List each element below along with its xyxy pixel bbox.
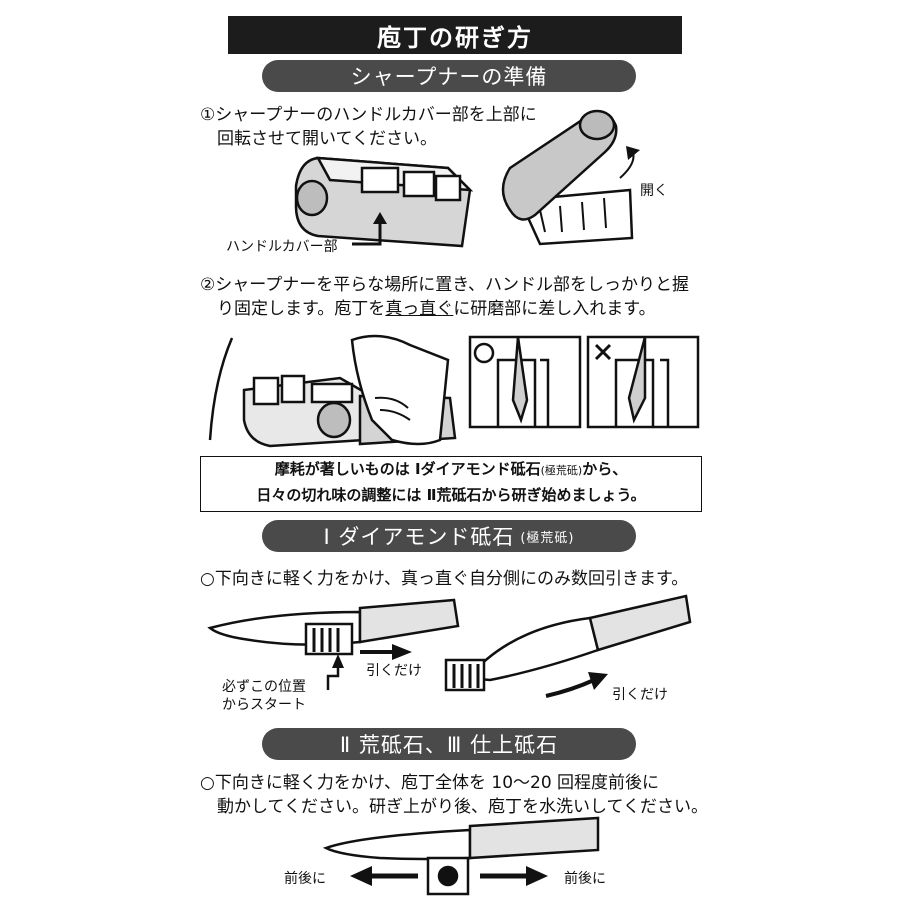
- correct-mark-icon: [473, 342, 495, 364]
- open-arrow-head: [626, 146, 640, 160]
- step2-line2: り固定します。庖丁を真っ直ぐに研磨部に差し入れます。: [200, 299, 656, 319]
- correct-angle-box: [468, 335, 582, 429]
- sharpener-closed-illustration: [294, 156, 474, 248]
- wrong-angle-box: [586, 335, 700, 429]
- pull-only-label-2: 引くだけ: [612, 687, 668, 703]
- start-note-line1: 必ずこの位置: [222, 679, 306, 695]
- knife-back-forth-illustration: [322, 816, 600, 896]
- section2-instruction: ○下向きに軽く力をかけ、真っ直ぐ自分側にのみ数回引きます。: [200, 569, 689, 589]
- callout-handle-cover: ハンドルカバー部: [226, 239, 338, 255]
- start-note-line2: からスタート: [222, 697, 306, 713]
- knife-pull-straight-illustration: [207, 598, 460, 656]
- tip-box: 摩耗が著しいものは Ⅰダイアモンド砥石(極荒砥)から、 日々の切れ味の調整には …: [200, 456, 702, 512]
- step2-line1: ②シャープナーを平らな場所に置き、ハンドル部をしっかりと握: [200, 275, 690, 295]
- section-pill-diamond: Ⅰ ダイアモンド砥石(極荒砥): [262, 520, 636, 552]
- section-pill-coarse-finish: Ⅱ 荒砥石、Ⅲ 仕上砥石: [262, 728, 636, 760]
- pull-only-label-1: 引くだけ: [366, 663, 422, 679]
- wrong-mark-icon: [594, 343, 612, 361]
- section3-instruction-line1: ○下向きに軽く力をかけ、庖丁全体を 10～20 回程度前後に: [200, 773, 660, 793]
- knife-pull-tilted-illustration: [444, 594, 692, 692]
- sharpener-open-illustration: [501, 109, 634, 246]
- hand-holding-sharpener-illustration: [208, 334, 457, 448]
- back-forth-label-left: 前後に: [284, 871, 326, 887]
- back-forth-label-right: 前後に: [564, 871, 606, 887]
- callout-open: 開く: [640, 183, 668, 199]
- pull-arrow-2: [545, 678, 595, 698]
- page-title: 庖丁の研ぎ方: [228, 16, 682, 54]
- section3-instruction-line2: 動かしてください。研ぎ上がり後、庖丁を水洗いしてください。: [200, 797, 708, 817]
- section-pill-preparation: シャープナーの準備: [262, 60, 636, 92]
- step1-line1: ①シャープナーのハンドルカバー部を上部に: [200, 105, 537, 125]
- callout-arrow-handle: [352, 222, 382, 246]
- step1-line2: 回転させて開いてください。: [200, 129, 437, 149]
